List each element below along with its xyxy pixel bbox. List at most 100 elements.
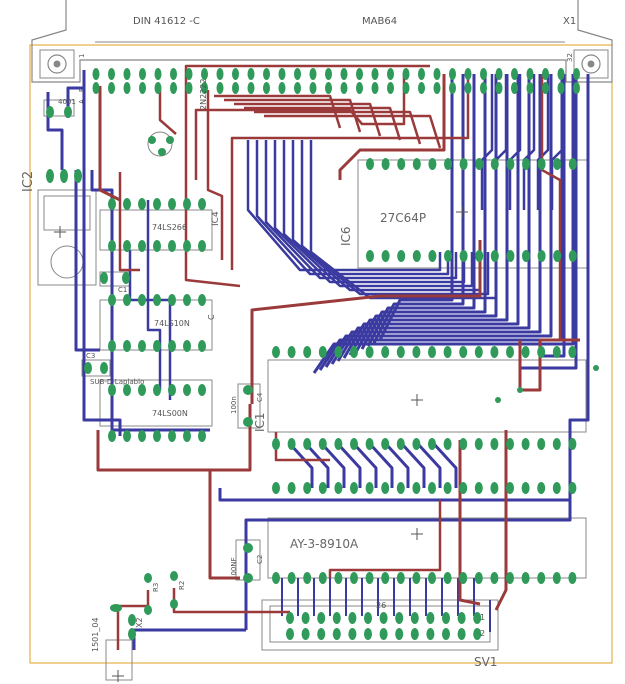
pad	[334, 438, 343, 450]
trace-red	[230, 74, 470, 270]
trace-red	[214, 94, 342, 129]
pad	[243, 543, 253, 553]
pad	[593, 365, 599, 371]
pad	[537, 158, 546, 170]
pad	[459, 158, 468, 170]
pad	[198, 198, 206, 210]
trace-blue	[132, 628, 246, 650]
trace-blue	[244, 74, 590, 630]
pad	[449, 68, 456, 80]
pad	[522, 250, 530, 262]
pad	[318, 438, 327, 450]
trace-red	[494, 430, 508, 611]
trace-blue	[432, 442, 458, 488]
pad	[74, 169, 82, 183]
pad	[474, 572, 483, 584]
pad	[272, 346, 280, 358]
trace-red	[458, 440, 481, 606]
pad	[286, 628, 294, 640]
pad	[521, 438, 530, 450]
pad	[153, 430, 161, 442]
pad	[428, 482, 436, 494]
trace-red	[338, 74, 446, 180]
pad	[444, 250, 452, 262]
pad	[381, 346, 390, 358]
pad	[168, 430, 176, 442]
pad	[168, 198, 176, 210]
pad	[412, 346, 421, 358]
connector-row-a: A	[78, 99, 86, 104]
pad	[108, 82, 115, 94]
pad	[123, 384, 131, 396]
pad	[138, 340, 146, 352]
pad	[334, 572, 343, 584]
pad	[183, 340, 191, 352]
ic6-value: 27C64P	[380, 211, 426, 225]
pad	[459, 482, 468, 494]
trace-blue	[400, 442, 426, 488]
pad	[287, 482, 296, 494]
pad	[198, 430, 206, 442]
connector-name: DIN 41612 -C	[133, 16, 200, 27]
pad	[216, 82, 224, 94]
pad	[153, 198, 161, 210]
pad	[553, 158, 562, 170]
pad	[474, 346, 483, 358]
pad	[557, 82, 565, 94]
pad	[247, 82, 255, 94]
pad	[294, 82, 301, 94]
pad	[412, 572, 421, 584]
pad	[364, 612, 372, 624]
pad	[568, 346, 577, 358]
jack-ref: X2	[135, 617, 144, 628]
pad	[418, 82, 425, 94]
c4001-label: 4001	[58, 98, 76, 106]
ic2-ref: IC2	[21, 171, 36, 192]
pad	[428, 250, 437, 262]
pad	[412, 158, 421, 170]
pad	[138, 198, 146, 210]
pad	[350, 346, 358, 358]
pad	[138, 430, 146, 442]
pad	[379, 628, 388, 640]
trace-blue	[255, 140, 450, 276]
pad	[366, 250, 374, 262]
trace-blue	[312, 74, 575, 374]
pad	[395, 612, 404, 624]
pad	[397, 250, 406, 262]
pad	[201, 82, 208, 94]
pad	[348, 612, 357, 624]
pad	[243, 573, 253, 583]
pad	[170, 82, 177, 94]
pad	[318, 572, 327, 584]
pad	[301, 628, 310, 640]
pad	[60, 169, 68, 183]
pad	[396, 482, 405, 494]
trace-blue	[264, 140, 458, 280]
pad	[428, 438, 436, 450]
pad	[138, 240, 146, 252]
pad	[334, 346, 343, 358]
pad	[526, 82, 534, 94]
pad	[108, 198, 116, 210]
sv1-ref: SV1	[474, 655, 497, 669]
pad	[110, 604, 122, 612]
pad	[480, 68, 487, 80]
trace-blue	[146, 200, 162, 390]
pad	[442, 628, 450, 640]
pad	[144, 573, 152, 583]
pad	[410, 628, 419, 640]
pad	[108, 68, 115, 80]
pad	[348, 628, 357, 640]
pad	[381, 158, 390, 170]
pad	[490, 572, 499, 584]
pad	[303, 482, 312, 494]
pad	[303, 572, 312, 584]
trace-red	[208, 470, 240, 580]
pad	[379, 612, 388, 624]
pad	[443, 438, 452, 450]
pad	[475, 158, 484, 170]
pad	[185, 82, 193, 94]
trace-red	[254, 110, 422, 145]
trace-red	[234, 102, 382, 137]
